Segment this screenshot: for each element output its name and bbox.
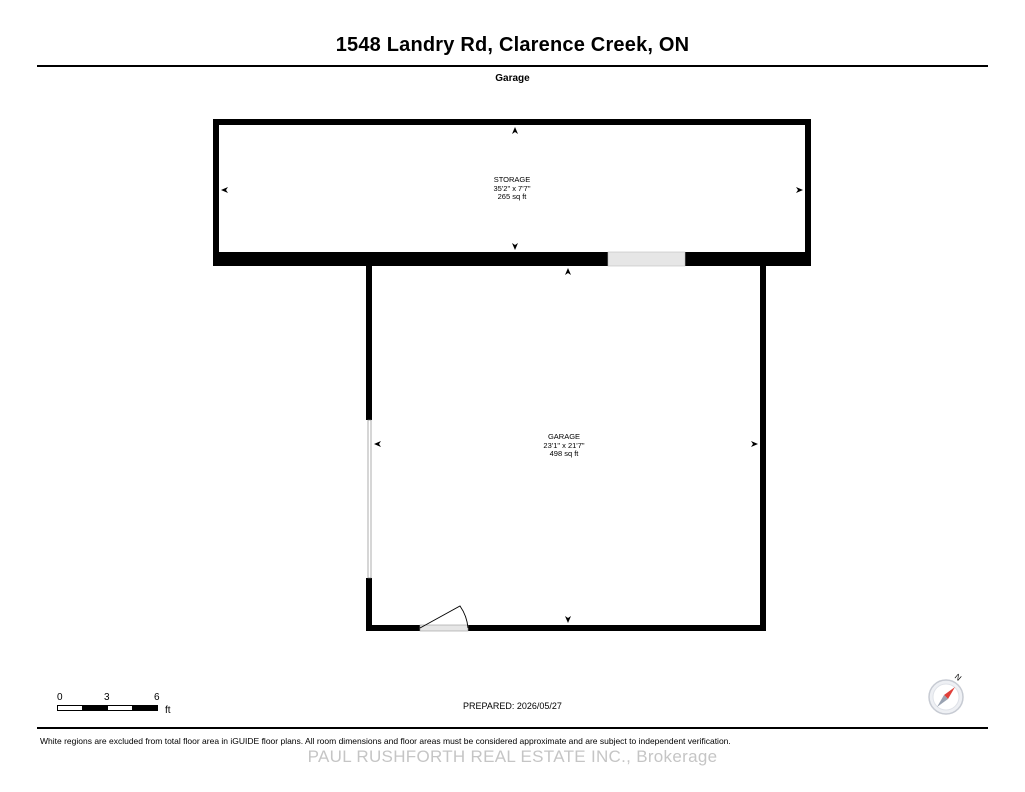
dimension-arrows bbox=[221, 127, 803, 623]
garage-walls bbox=[366, 262, 766, 632]
storage-walls bbox=[213, 119, 811, 267]
room-label-storage: STORAGE 35'2" x 7'7" 265 sq ft bbox=[452, 175, 572, 202]
scale-tick-3: 3 bbox=[104, 692, 110, 703]
room-area: 265 sq ft bbox=[497, 192, 527, 201]
header-divider bbox=[37, 65, 988, 67]
room-dimensions: 23'1" x 21'7" bbox=[543, 440, 585, 450]
room-dimensions: 35'2" x 7'7" bbox=[493, 183, 531, 193]
room-area: 498 sq ft bbox=[549, 449, 579, 458]
scale-tick-6: 6 bbox=[154, 692, 160, 703]
plan-title: 1548 Landry Rd, Clarence Creek, ON bbox=[335, 34, 690, 56]
room-name: GARAGE bbox=[547, 432, 581, 441]
compass-icon bbox=[928, 679, 964, 715]
floor-label: Garage bbox=[495, 73, 530, 84]
prepared-date: PREPARED: 2026/05/27 bbox=[463, 701, 562, 711]
disclaimer-text: White regions are excluded from total fl… bbox=[40, 736, 731, 746]
scale-tick-0: 0 bbox=[57, 692, 63, 703]
scale-bar bbox=[57, 705, 158, 711]
footer-divider bbox=[37, 727, 988, 729]
scale-unit: ft bbox=[165, 705, 171, 716]
room-name: STORAGE bbox=[493, 175, 531, 184]
brokerage-watermark: PAUL RUSHFORTH REAL ESTATE INC., Brokera… bbox=[307, 747, 718, 766]
room-label-garage: GARAGE 23'1" x 21'7" 498 sq ft bbox=[504, 432, 624, 459]
